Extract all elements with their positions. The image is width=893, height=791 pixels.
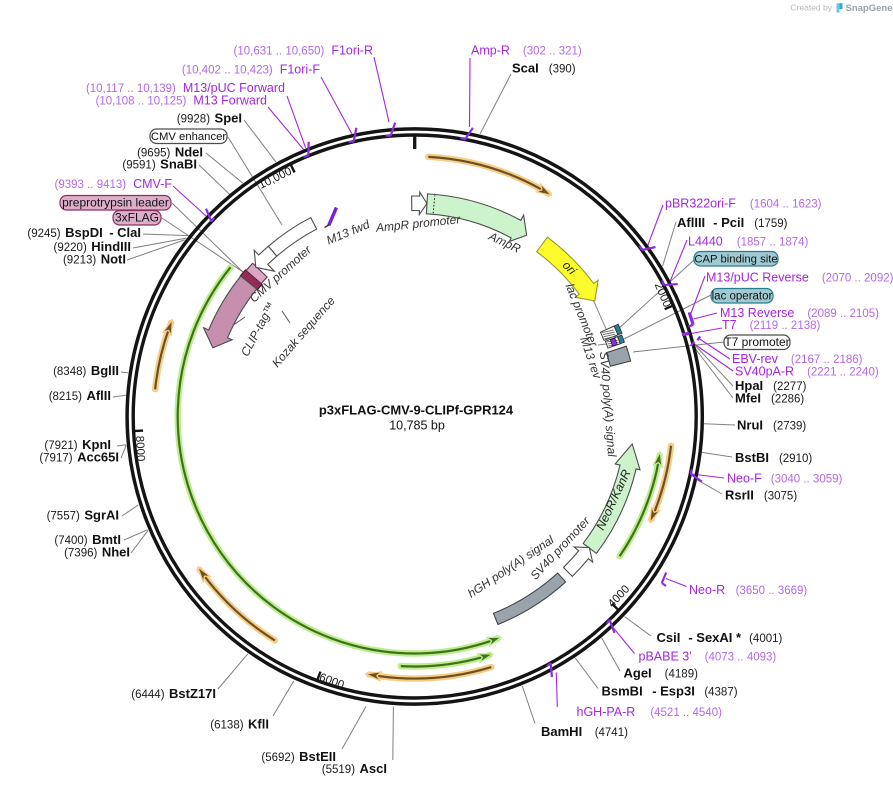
svg-text:(10,108 .. 10,125)M13 Forward: (10,108 .. 10,125)M13 Forward xyxy=(96,94,267,108)
svg-text:Neo-F(3040 .. 3059): Neo-F(3040 .. 3059) xyxy=(727,472,843,486)
svg-text:T7 promoter: T7 promoter xyxy=(724,335,789,349)
svg-text:10,785 bp: 10,785 bp xyxy=(389,419,445,433)
svg-text:(9928)SpeI: (9928)SpeI xyxy=(177,111,242,126)
svg-text:CMV enhancer: CMV enhancer xyxy=(151,131,227,143)
svg-text:(9213)NotI: (9213)NotI xyxy=(63,252,126,267)
svg-text:(7917)Acc65I: (7917)Acc65I xyxy=(39,450,119,465)
svg-text:pBABE 3'(4073 .. 4093): pBABE 3'(4073 .. 4093) xyxy=(639,650,777,664)
svg-text:BsmBI- Esp3I(4387): BsmBI- Esp3I(4387) xyxy=(602,684,738,699)
svg-text:AflIII- PciI(1759): AflIII- PciI(1759) xyxy=(677,215,788,230)
svg-text:CsiI- SexAI *(4001): CsiI- SexAI *(4001) xyxy=(657,630,783,645)
svg-text:(8215)AflII: (8215)AflII xyxy=(49,388,111,403)
svg-text:SV40pA-R(2221 .. 2240): SV40pA-R(2221 .. 2240) xyxy=(735,365,879,379)
svg-text:lac operator: lac operator xyxy=(712,291,773,303)
svg-text:Amp-R(302 .. 321): Amp-R(302 .. 321) xyxy=(471,44,582,58)
svg-text:(10,402 .. 10,423)F1ori-F: (10,402 .. 10,423)F1ori-F xyxy=(182,63,320,77)
svg-text:8000: 8000 xyxy=(133,436,146,462)
svg-text:Neo-R(3650 .. 3669): Neo-R(3650 .. 3669) xyxy=(689,583,807,597)
svg-text:(5692)BstEII: (5692)BstEII xyxy=(261,749,336,764)
svg-text:(6138)KflI: (6138)KflI xyxy=(210,717,269,732)
svg-text:M13/pUC Reverse(2070 .. 2092): M13/pUC Reverse(2070 .. 2092) xyxy=(706,271,893,285)
svg-text:Created by: Created by xyxy=(790,3,832,13)
svg-text:SnapGene: SnapGene xyxy=(846,3,893,14)
svg-text:(9591)SnaBI: (9591)SnaBI xyxy=(122,157,197,172)
svg-text:p3xFLAG-CMV-9-CLIPf-GPR124: p3xFLAG-CMV-9-CLIPf-GPR124 xyxy=(319,403,514,418)
svg-text:L4440(1857 .. 1874): L4440(1857 .. 1874) xyxy=(688,235,809,249)
svg-text:3xFLAG: 3xFLAG xyxy=(115,211,159,225)
svg-text:(8348)BglII: (8348)BglII xyxy=(53,363,119,378)
svg-text:(9393 .. 9413)CMV-F: (9393 .. 9413)CMV-F xyxy=(55,177,173,191)
svg-text:CAP binding site: CAP binding site xyxy=(694,254,777,266)
svg-text:(9245)BspDI- ClaI: (9245)BspDI- ClaI xyxy=(27,225,141,240)
svg-text:(7396)NheI: (7396)NheI xyxy=(64,545,130,560)
svg-text:preprotrypsin leader: preprotrypsin leader xyxy=(62,196,169,210)
svg-text:(10,631 .. 10,650)F1ori-R: (10,631 .. 10,650)F1ori-R xyxy=(234,44,373,58)
svg-text:(6444)BstZ17I: (6444)BstZ17I xyxy=(131,686,216,701)
svg-text:(5519)AscI: (5519)AscI xyxy=(322,761,387,776)
